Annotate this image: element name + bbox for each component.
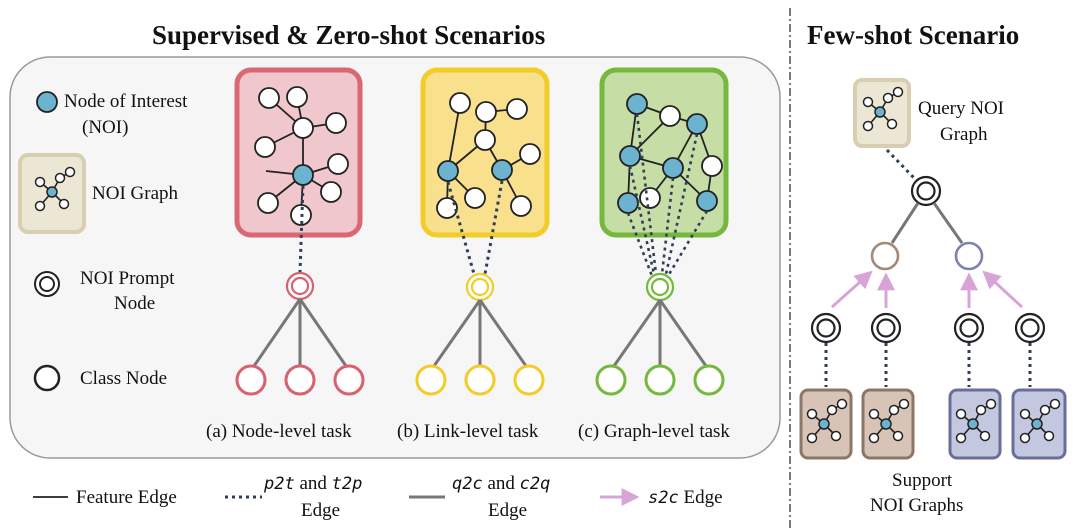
noi-legend-label-line2: (NOI)	[82, 117, 129, 138]
graph-task-class-edges	[612, 299, 708, 367]
node-task-graph	[234, 67, 363, 238]
query-prompt-node	[910, 175, 942, 207]
s2c-term: s2c	[648, 488, 679, 508]
node-task-prompt-node	[285, 271, 315, 301]
query-q2c-edge	[885, 148, 918, 182]
graph-task-graph	[599, 67, 729, 238]
noi-graph-legend-label: NOI Graph	[92, 183, 179, 204]
graph-task-p2t-edges	[626, 113, 709, 277]
node-task-label: (a) Node-level task	[206, 421, 352, 442]
left-title: Supervised & Zero-shot Scenarios	[152, 20, 546, 50]
class-node-legend-icon	[33, 364, 61, 392]
graph-task-label: (c) Graph-level task	[578, 421, 730, 442]
node-task-p2t-edge	[298, 185, 305, 273]
class-node-brown	[870, 241, 900, 271]
q2c-edge-label-line1: q2c and c2q	[452, 471, 550, 497]
support-noi-graph-1	[799, 388, 853, 460]
link-task-class-edges	[432, 299, 528, 367]
support-p2t-edges	[824, 343, 1032, 387]
support-noi-graph-3	[948, 388, 1002, 460]
graph-task-prompt-node	[645, 272, 675, 302]
prompt-node-legend-icon	[34, 271, 60, 297]
class-node-blue	[954, 241, 984, 271]
prompt-node-legend-label-line1: NOI Prompt	[80, 268, 175, 289]
support-label-line2: NOI Graphs	[870, 495, 964, 516]
s2c-edge-word: Edge	[678, 487, 723, 508]
link-task-prompt-node	[465, 272, 495, 302]
q2c-term: q2c	[452, 474, 483, 494]
scenario-panel	[9, 56, 781, 459]
noi-legend-label-line1: Node of Interest	[64, 91, 188, 112]
link-task-label: (b) Link-level task	[397, 421, 539, 442]
node-task-class-nodes	[235, 364, 365, 396]
prompt-node-legend-label-line2: Node	[114, 293, 156, 314]
q2c-and: and	[482, 473, 520, 494]
s2c-edge-label: s2c Edge	[648, 485, 723, 511]
query-noi-label-line2: Graph	[940, 124, 988, 145]
feature-edge-label: Feature Edge	[76, 487, 177, 508]
p2t-edge-label-line1: p2t and t2p	[264, 471, 362, 497]
query-noi-graph	[853, 78, 911, 148]
link-task-graph	[420, 67, 550, 238]
query-class-edges	[890, 202, 964, 244]
link-task-class-nodes	[415, 364, 545, 396]
support-noi-graph-2	[861, 388, 915, 460]
class-node-legend-label: Class Node	[80, 368, 168, 389]
noi-legend-icon	[36, 91, 58, 113]
graph-task-class-nodes	[595, 364, 725, 396]
s2c-arrows	[830, 270, 1024, 309]
p2t-term: p2t	[264, 474, 295, 494]
link-task-p2t-edges	[446, 180, 504, 275]
query-noi-label-line1: Query NOI	[918, 98, 1005, 119]
p2t-edge-label-line2: Edge	[301, 500, 341, 521]
c2q-term: c2q	[519, 474, 551, 494]
t2p-term: t2p	[331, 474, 363, 494]
node-task-class-edges	[252, 298, 348, 367]
support-noi-graph-4	[1011, 388, 1067, 460]
q2c-edge-label-line2: Edge	[488, 500, 528, 521]
support-prompt-nodes	[810, 312, 1046, 344]
support-label-line1: Support	[892, 470, 953, 491]
p2t-and: and	[294, 473, 332, 494]
right-title: Few-shot Scenario	[807, 20, 1020, 50]
